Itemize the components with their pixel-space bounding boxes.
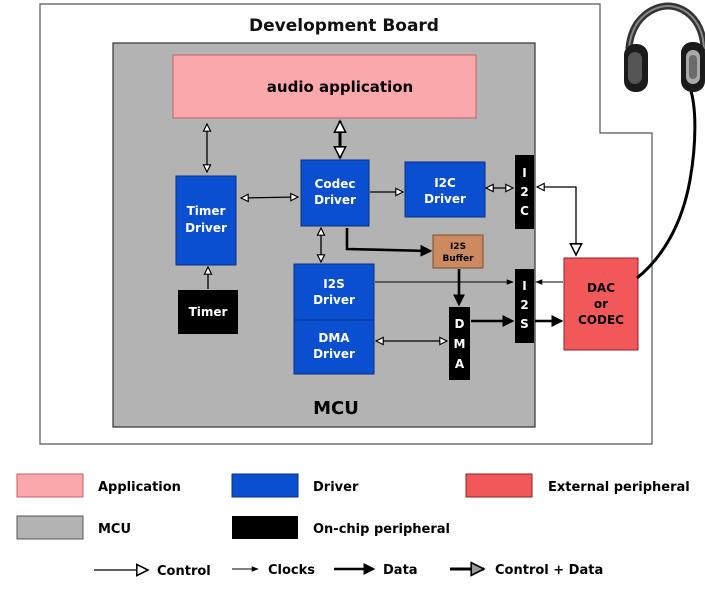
- i2s-buffer-label-1: I2S: [450, 242, 466, 252]
- i2c-driver-label-1: I2C: [434, 176, 456, 190]
- i2c-peripheral-char-1: I: [522, 166, 526, 180]
- dma-peripheral-char-1: D: [455, 317, 465, 331]
- legend-label-control-data: Control + Data: [495, 563, 603, 578]
- codec-driver-label-1: Codec: [315, 177, 356, 191]
- timer-block: [178, 290, 238, 334]
- dac-codec-label-2: or: [594, 297, 608, 311]
- i2s-driver-block: [293, 263, 375, 321]
- legend-label-on-chip-peripheral: On-chip peripheral: [313, 522, 450, 537]
- timer-label: Timer: [189, 305, 228, 319]
- headphone-cable: [636, 87, 697, 280]
- dac-codec-label-3: CODEC: [578, 313, 624, 327]
- arrow-i2c-dac: [537, 187, 576, 255]
- legend-swatch-application: [16, 473, 84, 498]
- timer-driver-label-1: Timer: [187, 204, 226, 218]
- dac-codec-block: [563, 257, 639, 351]
- timer-driver-block: [175, 175, 237, 266]
- i2s-driver-label-1: I2S: [323, 277, 344, 291]
- dma-driver-label-1: DMA: [318, 331, 350, 345]
- audio-application-label: audio application: [267, 78, 413, 96]
- legend-label-data: Data: [383, 563, 418, 578]
- legend-label-control: Control: [157, 564, 211, 579]
- data-codecdriver-buffer: [345, 228, 433, 257]
- legend-swatch-on-chip-peripheral: [232, 516, 298, 539]
- legend-label-application: Application: [98, 480, 181, 495]
- i2s-driver-label-2: Driver: [313, 293, 355, 307]
- i2s-peripheral-char-2: 2: [520, 298, 528, 312]
- audio-application-block: [172, 54, 477, 119]
- dma-peripheral-char-2: M: [454, 337, 466, 351]
- i2c-peripheral-block: [515, 155, 534, 229]
- timer-driver-label-2: Driver: [185, 221, 227, 235]
- i2s-peripheral-block: [515, 269, 534, 343]
- legend-label-clocks: Clocks: [268, 563, 315, 578]
- i2s-buffer-label-2: Buffer: [442, 254, 474, 264]
- dma-driver-label-2: Driver: [313, 347, 355, 361]
- i2c-driver-label-2: Driver: [424, 192, 466, 206]
- i2s-peripheral-char-3: S: [520, 317, 529, 331]
- legend-label-external-peripheral: External peripheral: [548, 480, 690, 495]
- codec-driver-block: [300, 159, 370, 227]
- headphones-icon: [624, 2, 705, 92]
- i2c-peripheral-char-3: C: [520, 204, 529, 218]
- i2s-buffer-block: [432, 234, 484, 269]
- legend-label-driver: Driver: [313, 480, 359, 495]
- dma-peripheral-char-3: A: [455, 357, 465, 371]
- arrow-timerdriver-codecdriver: [241, 197, 298, 198]
- legend-swatch-mcu: [16, 515, 84, 540]
- legend-swatch-driver: [231, 473, 299, 498]
- i2c-driver-block: [404, 161, 486, 218]
- legend-label-mcu: MCU: [98, 522, 131, 537]
- legend-swatch-external-peripheral: [465, 473, 533, 498]
- i2c-peripheral-char-2: 2: [520, 185, 528, 199]
- dma-driver-block: [293, 319, 375, 375]
- board-title: Development Board: [249, 16, 439, 36]
- i2s-peripheral-char-1: I: [522, 279, 526, 293]
- dma-peripheral-block: [449, 307, 470, 380]
- dac-codec-label-1: DAC: [587, 281, 615, 295]
- mcu-label: MCU: [313, 398, 359, 419]
- codec-driver-label-2: Driver: [314, 193, 356, 207]
